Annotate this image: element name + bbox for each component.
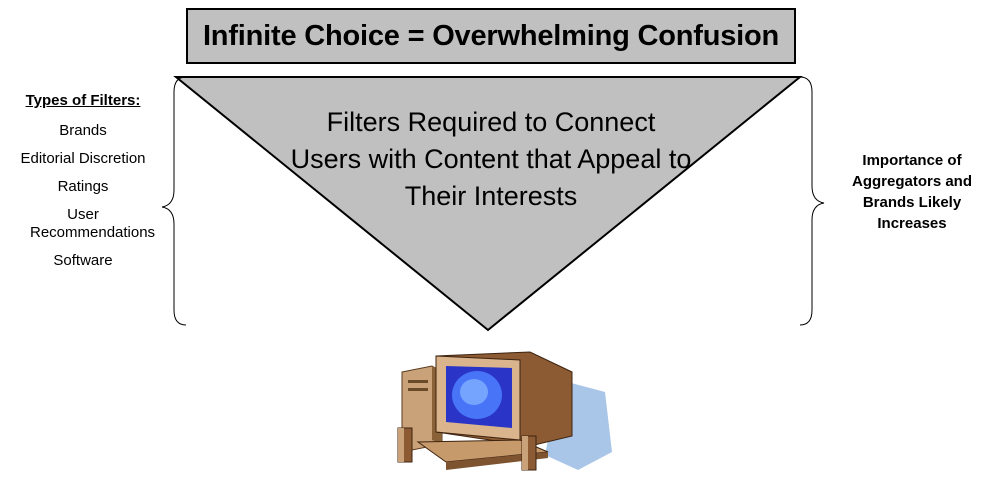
computer-icon: [397, 351, 612, 471]
right-brace: [799, 76, 825, 326]
filter-triangle: [173, 76, 803, 332]
filter-item-editorial: Editorial Discretion: [20, 150, 146, 167]
title-text: Infinite Choice = Overwhelming Confusion: [202, 19, 780, 52]
filter-types-list: Types of Filters: Brands Editorial Discr…: [0, 92, 166, 280]
filter-item-software: Software: [53, 252, 113, 269]
filter-types-heading: Types of Filters:: [25, 92, 141, 109]
filter-item-ratings: Ratings: [57, 178, 109, 195]
filter-item-user-recommendations: User Recommendations: [30, 206, 156, 241]
aggregators-note: Importance of Aggregators and Brands Lik…: [851, 152, 972, 232]
triangle-text: Filters Required to Connect Users with C…: [290, 107, 692, 211]
title-banner: Infinite Choice = Overwhelming Confusion: [186, 8, 796, 64]
filter-item-brands: Brands: [59, 122, 107, 139]
left-brace: [161, 76, 187, 326]
